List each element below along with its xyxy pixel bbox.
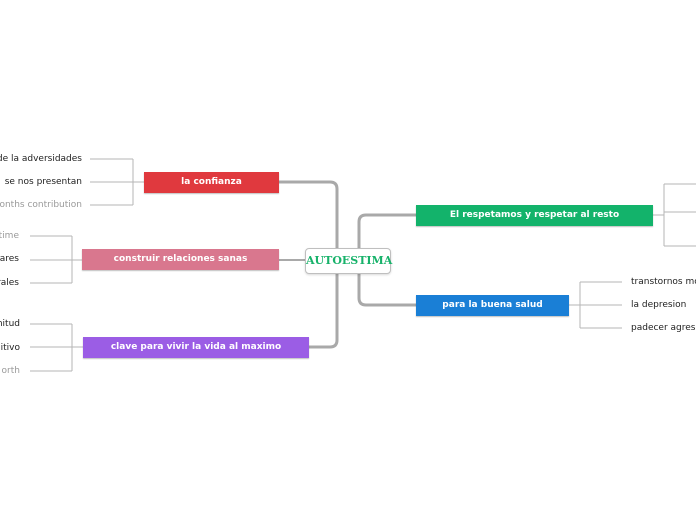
branch-para-la-buena-salud[interactable]: para la buena salud: [416, 295, 569, 316]
branch-construir-relaciones-sanas[interactable]: construir relaciones sanas: [82, 249, 279, 270]
leaf-clave-2[interactable]: itivo: [0, 343, 20, 353]
leaf-confianza-3[interactable]: onths contribution: [0, 200, 82, 210]
leaf-relaciones-2[interactable]: ares: [0, 254, 19, 264]
leaf-confianza-2[interactable]: se nos presentan: [4, 177, 82, 187]
central-topic[interactable]: AUTOESTIMA: [305, 248, 392, 274]
leaf-clave-3[interactable]: orth: [1, 366, 20, 376]
leaf-relaciones-1[interactable]: time: [0, 231, 19, 241]
leaf-salud-2[interactable]: la depresion: [631, 300, 687, 310]
leaf-salud-3[interactable]: padecer agres: [631, 323, 696, 333]
leaf-relaciones-3[interactable]: rales: [0, 278, 19, 288]
leaf-connectors: [30, 158, 696, 372]
leaf-clave-1[interactable]: nitud: [0, 319, 20, 329]
branch-la-confianza[interactable]: la confianza: [144, 172, 279, 193]
leaf-confianza-1[interactable]: de la adversidades: [0, 154, 82, 164]
branch-clave-para-vivir[interactable]: clave para vivir la vida al maximo: [83, 337, 309, 358]
leaf-salud-1[interactable]: transtornos mo: [631, 277, 696, 287]
branch-el-respetamos[interactable]: El respetamos y respetar al resto: [416, 205, 653, 226]
